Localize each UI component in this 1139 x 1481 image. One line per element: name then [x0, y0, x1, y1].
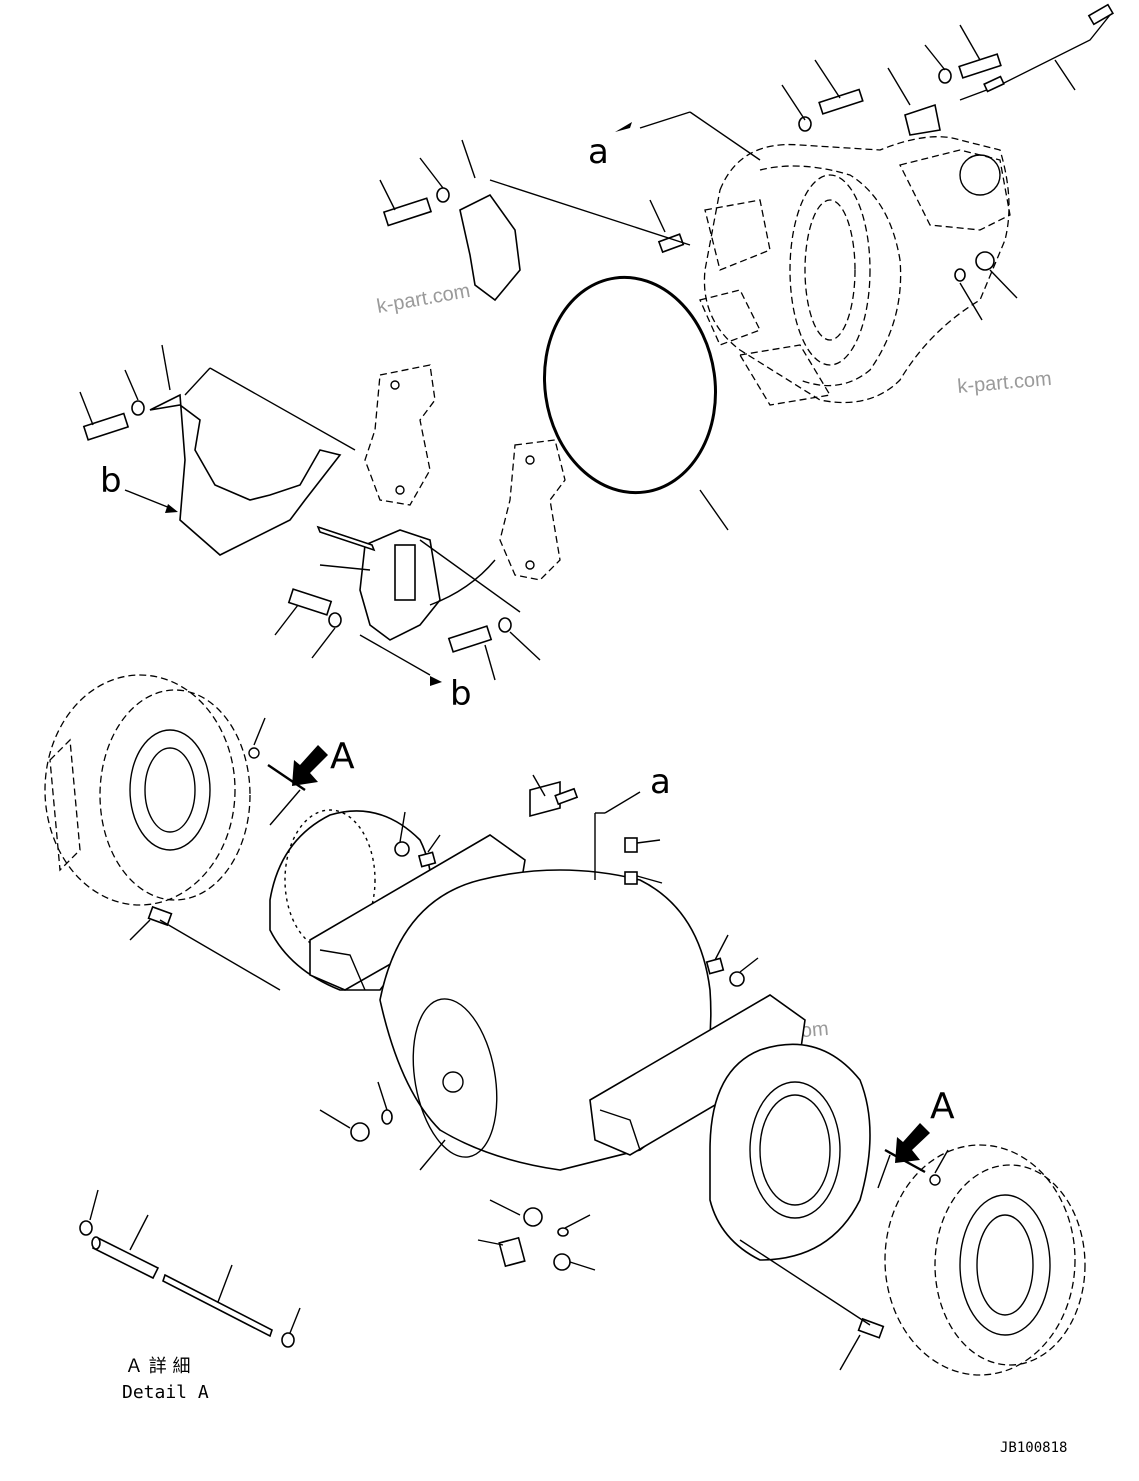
leader-lines-top — [639, 24, 1076, 321]
brake-shield-center — [274, 525, 541, 681]
arrow-A-left — [292, 745, 328, 786]
leader-lines-bottom — [159, 717, 949, 1326]
ref-label-b-left: b — [100, 461, 122, 501]
arrow-A-right — [895, 1123, 930, 1163]
bracket-right — [499, 439, 566, 581]
carrier-bolts — [657, 53, 1002, 282]
ref-label-a-bottom: a — [650, 762, 671, 802]
ref-label-b-bottom: b — [450, 674, 472, 714]
cover-plate-upper — [379, 139, 691, 302]
housing-fittings — [248, 747, 941, 1271]
ref-label-a-top: a — [588, 132, 609, 172]
watermark-2: k-part.com — [957, 368, 1053, 398]
watermark-1: k-part.com — [375, 280, 472, 318]
detail-a-drawing — [79, 1189, 301, 1348]
drawing-code: JB100818 — [1000, 1440, 1067, 1456]
brake-shield-left — [79, 344, 356, 556]
large-o-ring — [542, 275, 718, 495]
right-hub — [884, 1144, 1086, 1376]
ref-label-A-left: A — [330, 736, 355, 777]
detail-title-en: Detail A — [122, 1382, 209, 1403]
left-hub — [44, 674, 251, 906]
axle-housing — [269, 809, 871, 1261]
detail-title-jp: Ａ 詳 細 — [125, 1356, 190, 1377]
ref-label-A-right: A — [930, 1086, 955, 1127]
bracket-left — [364, 364, 436, 506]
differential-carrier — [699, 136, 1011, 406]
